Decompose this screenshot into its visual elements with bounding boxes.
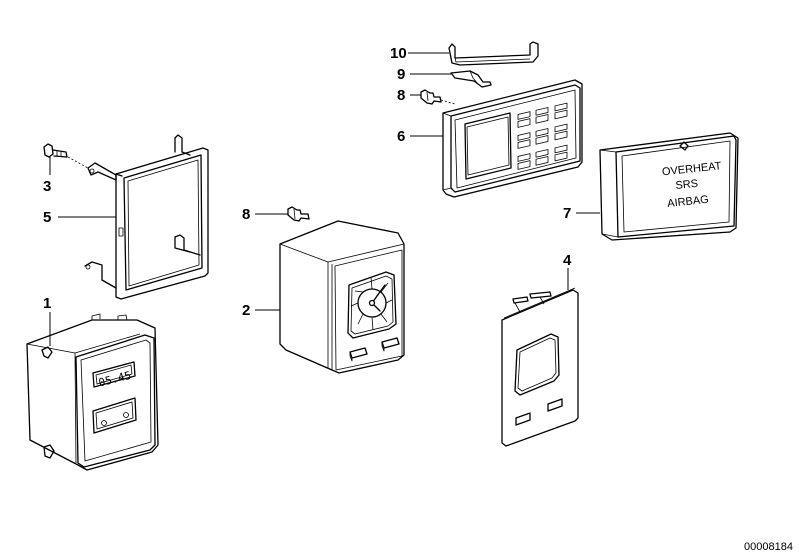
- part-analog-clock[interactable]: [279, 220, 405, 374]
- part-check-control-module[interactable]: [442, 79, 583, 198]
- part-digital-clock[interactable]: 05.45: [26, 313, 159, 471]
- callouts: 10 9 8 6 3 5 8 7 2 4 1: [43, 45, 600, 346]
- warning-text-srs: SRS: [675, 178, 699, 192]
- callout-7[interactable]: 7: [563, 205, 571, 222]
- callout-6[interactable]: 6: [397, 128, 405, 145]
- part-retaining-bracket[interactable]: [448, 41, 539, 66]
- callout-2[interactable]: 2: [242, 302, 250, 319]
- part-trim-panel[interactable]: [501, 287, 579, 447]
- callout-4[interactable]: 4: [563, 252, 572, 269]
- callout-9[interactable]: 9: [397, 66, 405, 83]
- callout-8-middle[interactable]: 8: [242, 206, 250, 223]
- part-bulb-holder-clock[interactable]: [287, 206, 310, 222]
- part-warning-lamp-panel[interactable]: OVERHEAT SRS AIRBAG: [599, 132, 739, 241]
- part-bulb-holder-upper[interactable]: [420, 89, 456, 105]
- callout-1[interactable]: 1: [43, 295, 51, 312]
- part-mounting-frame[interactable]: [84, 134, 209, 300]
- diagram-id-label: 00008184: [744, 541, 793, 553]
- callout-3[interactable]: 3: [43, 178, 51, 195]
- callout-8-upper[interactable]: 8: [397, 87, 405, 104]
- callout-5[interactable]: 5: [43, 209, 51, 226]
- part-bracket-clip[interactable]: [450, 70, 492, 88]
- part-screw[interactable]: [43, 143, 89, 169]
- warning-text-airbag: AIRBAG: [667, 194, 710, 210]
- callout-10[interactable]: 10: [390, 45, 407, 62]
